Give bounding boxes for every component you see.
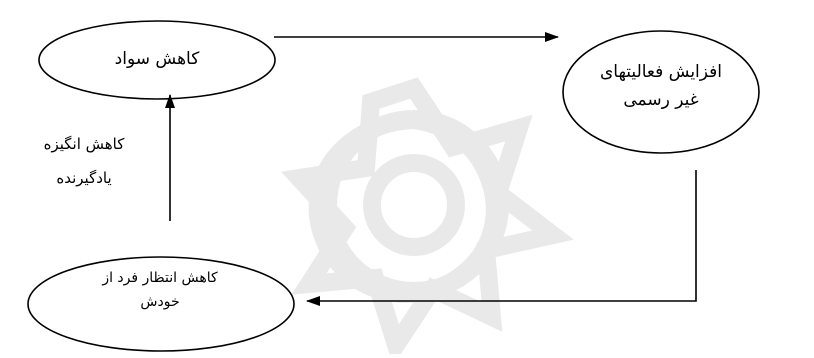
- node-informal-activities-increase-label: افزایش فعالیتهای غیر رسمی: [576, 58, 746, 114]
- node-self-expectation-decline-line-2: خودش: [140, 294, 180, 310]
- node-self-expectation-decline-label: کاهش انتظار فرد از خودش: [60, 266, 260, 314]
- edge-informal-to-self-expectation: [306, 170, 697, 306]
- edge-self-expectation-to-literacy-label-line-1: کاهش انگیزه: [43, 135, 125, 153]
- node-literacy-decline-line-1: کاهش سواد: [114, 49, 200, 69]
- node-literacy-decline-label: کاهش سواد: [96, 45, 218, 73]
- node-self-expectation-decline-shape: [27, 256, 295, 352]
- node-informal-activities-increase-line-2: غیر رسمی: [623, 90, 699, 110]
- node-literacy-decline-shape: [38, 20, 276, 100]
- watermark: [280, 77, 574, 358]
- edge-self-expectation-to-literacy-label-line-2: یادگیرنده: [56, 169, 112, 187]
- node-informal-activities-increase-line-1: افزایش فعالیتهای: [599, 62, 723, 82]
- edge-self-expectation-to-literacy-label: کاهش انگیزه یادگیرنده: [24, 127, 144, 195]
- node-self-expectation-decline-line-1: کاهش انتظار فرد از: [102, 270, 218, 286]
- node-informal-activities-increase-shape: [562, 30, 760, 154]
